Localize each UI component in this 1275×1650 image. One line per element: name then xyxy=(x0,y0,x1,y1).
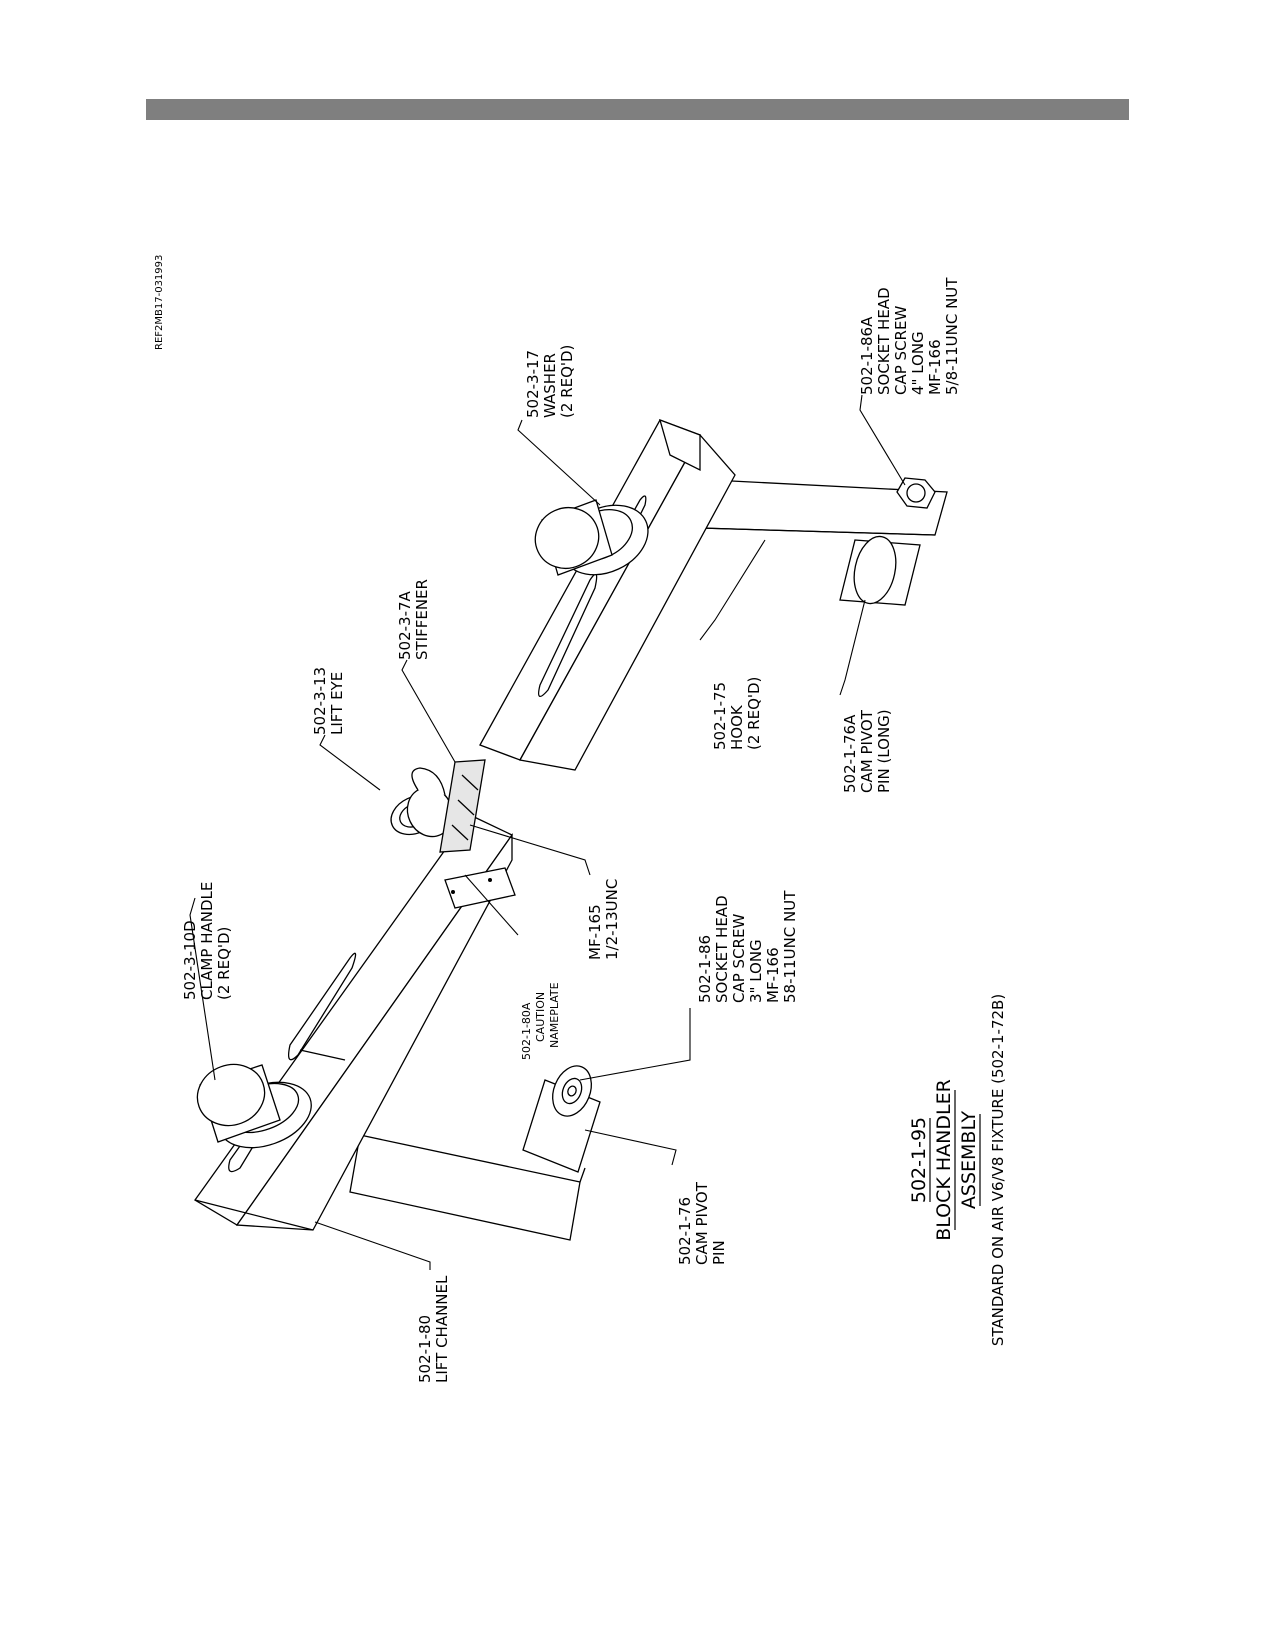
svg-text:HOOK: HOOK xyxy=(728,704,746,750)
cam-pivot-pin xyxy=(522,1065,601,1173)
svg-text:CAUTION: CAUTION xyxy=(534,992,547,1042)
svg-text:502-1-76A: 502-1-76A xyxy=(841,714,859,793)
caution-nameplate xyxy=(444,867,516,909)
lift-eye xyxy=(390,767,454,838)
callout-cam-pivot-long: 502-1-76A CAM PIVOT PIN (LONG) xyxy=(841,709,893,793)
callout-washer: 502-3-17 WASHER (2 REQ'D) xyxy=(524,345,576,418)
svg-text:1/2-13UNC: 1/2-13UNC xyxy=(603,879,621,960)
callout-socket-head-long: 502-1-86A SOCKET HEAD CAP SCREW 4" LONG … xyxy=(858,277,961,395)
svg-text:58-11UNC NUT: 58-11UNC NUT xyxy=(781,890,799,1003)
svg-text:NAMEPLATE: NAMEPLATE xyxy=(548,982,561,1048)
svg-text:PIN (LONG): PIN (LONG) xyxy=(875,709,893,793)
svg-text:3" LONG: 3" LONG xyxy=(747,939,765,1003)
svg-text:502-1-86: 502-1-86 xyxy=(696,935,714,1003)
svg-text:CLAMP HANDLE: CLAMP HANDLE xyxy=(198,882,216,1000)
svg-text:MF-165: MF-165 xyxy=(586,904,604,960)
stiffener xyxy=(439,759,486,853)
svg-text:WASHER: WASHER xyxy=(541,353,559,418)
svg-text:STIFFENER: STIFFENER xyxy=(413,579,431,660)
assembly-subtitle: STANDARD ON AIR V6/V8 FIXTURE (502-1-72B… xyxy=(989,994,1007,1346)
callout-mf165: MF-165 1/2-13UNC xyxy=(586,879,621,960)
svg-text:502-3-10D: 502-3-10D xyxy=(181,920,199,1000)
svg-text:502-3-13: 502-3-13 xyxy=(311,667,329,735)
title-block: 502-1-95 BLOCK HANDLER ASSEMBLY STANDARD… xyxy=(908,994,1007,1346)
cam-pivot-pin-long xyxy=(839,535,921,606)
svg-text:5/8-11UNC NUT: 5/8-11UNC NUT xyxy=(943,277,961,395)
assembly-title-line2: ASSEMBLY xyxy=(958,1111,980,1210)
callout-lift-eye: 502-3-13 LIFT EYE xyxy=(311,667,346,735)
left-hook xyxy=(349,1134,581,1241)
svg-text:(2 REQ'D): (2 REQ'D) xyxy=(215,927,233,1000)
svg-text:LIFT CHANNEL: LIFT CHANNEL xyxy=(433,1275,451,1383)
assembly-number: 502-1-95 xyxy=(908,1117,930,1203)
leaders xyxy=(189,394,906,1270)
callout-socket-head: 502-1-86 SOCKET HEAD CAP SCREW 3" LONG M… xyxy=(696,890,799,1003)
svg-text:502-3-7A: 502-3-7A xyxy=(396,590,414,660)
left-assembly xyxy=(194,814,601,1241)
svg-text:502-1-80: 502-1-80 xyxy=(416,1315,434,1383)
callout-hook: 502-1-75 HOOK (2 REQ'D) xyxy=(711,677,763,750)
svg-text:SOCKET HEAD: SOCKET HEAD xyxy=(713,895,731,1003)
svg-text:CAP SCREW: CAP SCREW xyxy=(892,306,910,395)
callout-stiffener: 502-3-7A STIFFENER xyxy=(396,579,431,660)
clamp-handle-right xyxy=(534,499,649,576)
header-bar xyxy=(146,99,1129,120)
callout-cam-pivot: 502-1-76 CAM PIVOT PIN xyxy=(676,1181,728,1265)
svg-text:MF-166: MF-166 xyxy=(926,339,944,395)
callout-caution-nameplate: 502-1-80A CAUTION NAMEPLATE xyxy=(520,982,561,1060)
svg-text:SOCKET HEAD: SOCKET HEAD xyxy=(875,287,893,395)
svg-text:CAP SCREW: CAP SCREW xyxy=(730,914,748,1003)
svg-text:PIN: PIN xyxy=(710,1240,728,1265)
right-assembly xyxy=(479,418,948,771)
svg-text:502-1-80A: 502-1-80A xyxy=(520,1002,533,1060)
svg-text:502-1-75: 502-1-75 xyxy=(711,682,729,750)
svg-text:(2 REQ'D): (2 REQ'D) xyxy=(558,345,576,418)
assembly-title-line1: BLOCK HANDLER xyxy=(933,1079,955,1241)
callout-clamp-handle: 502-3-10D CLAMP HANDLE (2 REQ'D) xyxy=(181,882,233,1000)
svg-text:4" LONG: 4" LONG xyxy=(909,331,927,395)
svg-text:502-1-76: 502-1-76 xyxy=(676,1197,694,1265)
svg-text:MF-166: MF-166 xyxy=(764,947,782,1003)
svg-text:CAM PIVOT: CAM PIVOT xyxy=(858,709,876,793)
svg-text:502-1-86A: 502-1-86A xyxy=(858,316,876,395)
right-channel xyxy=(479,418,736,771)
svg-text:LIFT EYE: LIFT EYE xyxy=(328,672,346,735)
callout-lift-channel: 502-1-80 LIFT CHANNEL xyxy=(416,1275,451,1383)
socket-head-nut xyxy=(896,477,936,509)
svg-text:CAM PIVOT: CAM PIVOT xyxy=(693,1181,711,1265)
clamp-handle-left xyxy=(196,1063,312,1149)
reference-code: REF2MB17-031993 xyxy=(154,255,165,350)
svg-text:502-3-17: 502-3-17 xyxy=(524,350,542,418)
svg-text:(2 REQ'D): (2 REQ'D) xyxy=(745,677,763,750)
